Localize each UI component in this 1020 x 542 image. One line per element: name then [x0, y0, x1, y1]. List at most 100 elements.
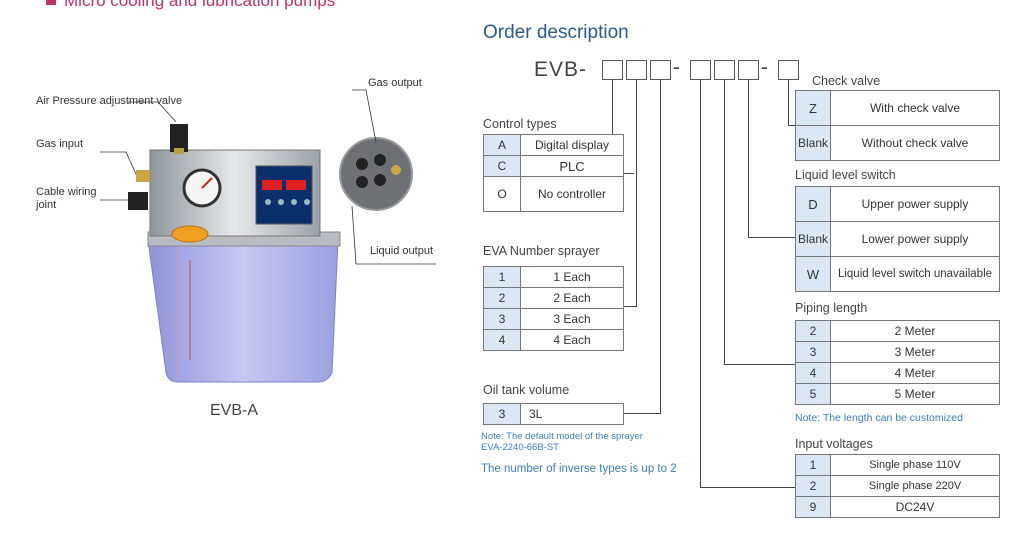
- option-code: C: [483, 155, 521, 177]
- option-desc: 1 Each: [520, 266, 624, 288]
- connector-line: [748, 237, 795, 238]
- callout-liquid-output: Liquid output: [370, 245, 433, 257]
- connector-line: [788, 125, 795, 126]
- connector-line: [700, 80, 701, 487]
- callout-cable-joint: Cable wiring joint: [36, 186, 97, 211]
- option-code: 2: [795, 320, 831, 342]
- oil-tank-note-1: Note: The default model of the sprayer: [481, 431, 643, 442]
- code-prefix: EVB-: [534, 58, 588, 81]
- option-desc: 4 Meter: [830, 362, 1000, 384]
- option-desc: 4 Each: [520, 329, 624, 351]
- option-code: 3: [483, 308, 521, 330]
- connector-line: [724, 364, 795, 365]
- option-code: 1: [483, 266, 521, 288]
- control-types-label: Control types: [483, 117, 557, 131]
- control-panel: [255, 165, 313, 225]
- option-code: Z: [795, 90, 831, 126]
- option-desc: 5 Meter: [830, 383, 1000, 405]
- option-desc: Liquid level switch unavailable: [830, 256, 1000, 292]
- option-code: 3: [795, 341, 831, 363]
- connector-line: [700, 487, 795, 488]
- section-heading: Micro cooling and lubrication pumps: [46, 0, 335, 11]
- callout-air-valve: Air Pressure adjustment valve: [36, 95, 183, 107]
- code-slot-2: [626, 60, 647, 80]
- option-code: Blank: [795, 125, 831, 161]
- option-code: 2: [795, 475, 831, 497]
- option-desc: Digital display: [520, 134, 624, 156]
- voltages-label: Input voltages: [795, 437, 873, 451]
- code-slot-3: [650, 60, 671, 80]
- option-code: 1: [795, 454, 831, 476]
- code-dash: -: [673, 56, 680, 79]
- option-desc: With check valve: [830, 90, 1000, 126]
- option-code: W: [795, 256, 831, 292]
- liquid-switch-label: Liquid level switch: [795, 168, 896, 182]
- option-code: Blank: [795, 221, 831, 257]
- option-desc: Single phase 220V: [830, 475, 1000, 497]
- pump-illustration: [100, 89, 436, 383]
- code-dash: -: [761, 56, 768, 79]
- option-desc: Single phase 110V: [830, 454, 1000, 476]
- option-code: 5: [795, 383, 831, 405]
- option-code: D: [795, 186, 831, 222]
- connector-line: [624, 173, 634, 174]
- option-code: 2: [483, 287, 521, 309]
- option-desc: 2 Each: [520, 287, 624, 309]
- option-desc: 2 Meter: [830, 320, 1000, 342]
- oil-tank-note-2: EVA-2240-66B-ST: [481, 442, 559, 453]
- option-desc: 3 Meter: [830, 341, 1000, 363]
- connector-line: [660, 80, 661, 413]
- option-desc: Without check valve: [830, 125, 1000, 161]
- option-desc: DC24V: [830, 496, 1000, 518]
- option-code: 9: [795, 496, 831, 518]
- option-code: O: [483, 176, 521, 212]
- option-code: A: [483, 134, 521, 156]
- code-slot-6: [738, 60, 759, 80]
- heading-square-icon: [46, 0, 56, 5]
- option-code: 4: [795, 362, 831, 384]
- option-desc: PLC: [520, 155, 624, 177]
- connector-line: [624, 306, 637, 307]
- inverse-types-note: The number of inverse types is up to 2: [481, 463, 677, 475]
- connector-line: [636, 80, 637, 306]
- option-desc: 3L: [520, 403, 624, 425]
- output-zoom-circle: [339, 137, 413, 211]
- connector-line: [748, 80, 749, 237]
- option-desc: Upper power supply: [830, 186, 1000, 222]
- connector-line: [724, 80, 725, 364]
- option-desc: Lower power supply: [830, 221, 1000, 257]
- code-slot-1: [602, 60, 623, 80]
- piping-label: Piping length: [795, 301, 868, 315]
- callout-gas-output: Gas output: [368, 77, 422, 89]
- tank-shape: [147, 239, 339, 383]
- check-valve-label: Check valve: [812, 74, 881, 88]
- sprayer-label: EVA Number sprayer: [483, 244, 600, 258]
- connector-line: [612, 80, 613, 174]
- option-desc: 3 Each: [520, 308, 624, 330]
- option-code: 4: [483, 329, 521, 351]
- air-valve-knob: [170, 124, 188, 152]
